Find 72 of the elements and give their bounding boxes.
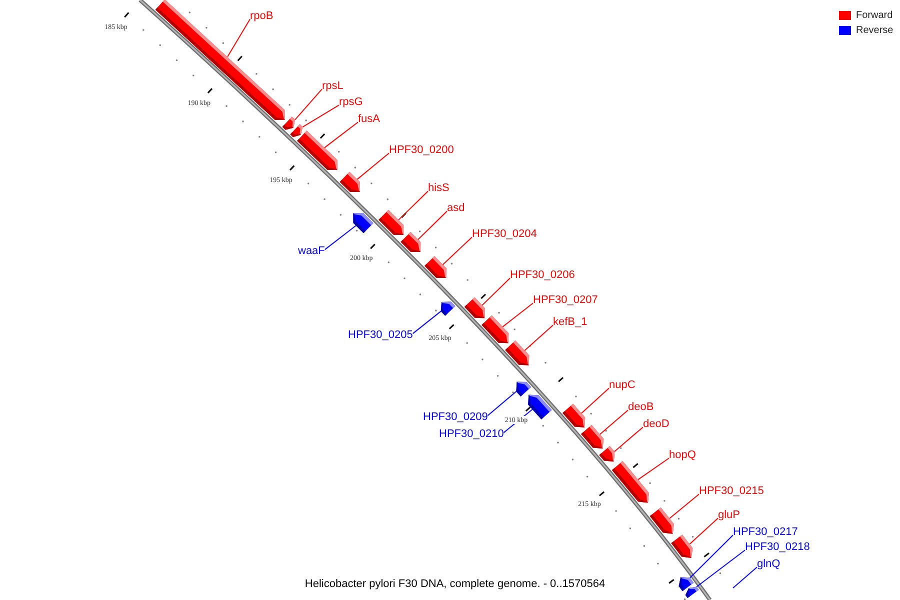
gene-label: HPF30_0217 <box>733 526 798 539</box>
gene-block <box>340 172 360 192</box>
leader-line <box>580 388 610 414</box>
gene-label: waaF <box>298 245 325 258</box>
leader-line <box>732 566 758 588</box>
gene-label: deoD <box>643 418 670 431</box>
gene-label: rpoB <box>250 10 274 23</box>
gene-label: HPF30_0207 <box>533 294 598 307</box>
gene-block <box>581 424 604 448</box>
leader-line <box>398 190 428 220</box>
gene-label: HPF30_0210 <box>439 428 504 441</box>
gene-label: HPF30_0209 <box>423 411 488 424</box>
leader-line <box>324 122 358 148</box>
leader-line <box>502 302 534 328</box>
leader-line <box>614 426 644 452</box>
leader-line <box>482 278 510 306</box>
gene-block <box>482 315 509 344</box>
gene-block <box>650 507 674 534</box>
gene-block <box>353 213 374 234</box>
gene-block <box>516 382 532 396</box>
gene-label: gluP <box>718 509 740 522</box>
gene-label: HPF30_0206 <box>510 269 575 282</box>
gene-block <box>400 232 421 252</box>
leader-line <box>356 152 390 180</box>
gene-block <box>282 116 296 130</box>
gene-block <box>378 210 404 235</box>
gene-block <box>297 130 338 170</box>
gene-block <box>528 394 552 420</box>
gene-block <box>671 534 693 558</box>
leader-line <box>487 390 517 416</box>
gene-block <box>155 0 285 120</box>
gene-block <box>290 124 303 138</box>
gene-label: HPF30_0205 <box>348 329 413 342</box>
leader-line <box>294 88 322 120</box>
leader-line <box>412 310 442 334</box>
gene-block <box>505 340 530 366</box>
gene-label: HPF30_0200 <box>389 144 454 157</box>
legend-label: Reverse <box>856 25 894 36</box>
gene-label: asd <box>447 202 465 215</box>
gene-label: hisS <box>428 182 450 195</box>
leader-line <box>638 458 670 480</box>
gene-label: HPF30_0215 <box>699 485 764 498</box>
gene-label: deoB <box>628 401 654 414</box>
gene-block <box>599 446 615 462</box>
gene-label: glnQ <box>757 558 780 571</box>
gene-label: kefB_1 <box>553 316 588 329</box>
gene-label: hopQ <box>669 449 696 462</box>
gene-block <box>464 297 485 318</box>
leader-line <box>442 236 472 266</box>
gene-block <box>440 302 456 316</box>
leader-line <box>302 104 340 128</box>
gene-label: rpsL <box>322 80 344 93</box>
gene-label: fusA <box>358 113 380 126</box>
gene-label: HPF30_0204 <box>472 228 537 241</box>
gene-block <box>424 256 446 278</box>
leader-line <box>696 550 746 588</box>
gene-label: HPF30_0218 <box>745 541 810 554</box>
leader-line <box>418 210 448 240</box>
gene-block <box>562 404 586 428</box>
gene-block <box>612 461 649 503</box>
caption: Helicobacter pylori F30 DNA, complete genome. - 0..1570564 <box>304 578 606 591</box>
gene-block <box>685 586 699 598</box>
leader-line <box>689 518 718 545</box>
leader-line <box>599 410 628 435</box>
leader-line <box>227 18 250 58</box>
gene-label: rpsG <box>339 96 363 109</box>
leader-line <box>690 534 734 578</box>
leader-line <box>324 225 356 250</box>
leader-line <box>669 494 700 519</box>
leader-line <box>524 324 554 351</box>
legend-label: Forward <box>856 10 893 21</box>
gene-label: nupC <box>609 379 636 392</box>
